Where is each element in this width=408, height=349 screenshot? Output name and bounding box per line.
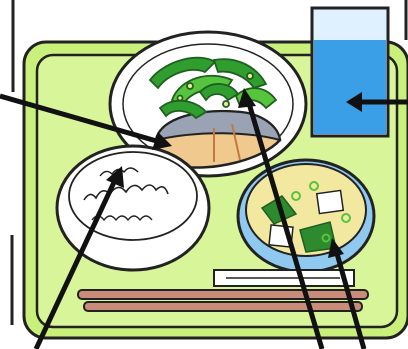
miso-soup-bowl — [238, 160, 374, 272]
water-glass — [312, 8, 388, 136]
